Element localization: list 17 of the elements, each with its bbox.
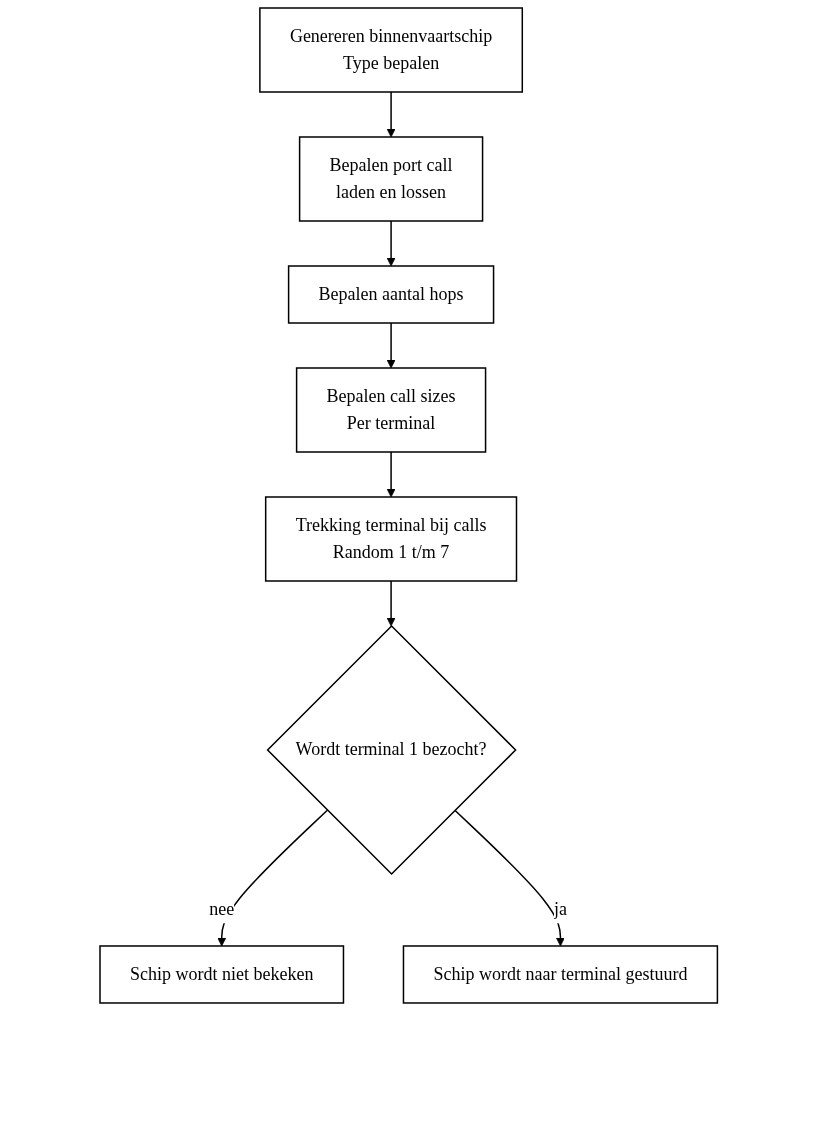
node-box: Schip wordt niet bekeken [99,945,344,1004]
arrow [217,809,328,947]
arrow [386,580,396,627]
arrow [453,809,565,947]
arrow [386,322,396,369]
node-box: Bepalen port call laden en lossen [298,136,484,222]
edge-label: ja [553,899,567,920]
node-box: Schip wordt naar terminal gestuurd [402,945,718,1004]
arrow [386,451,396,498]
node-diamond: Wordt terminal 1 bezocht? [266,624,517,876]
node-box: Bepalen call sizes Per terminal [295,367,487,453]
arrow [386,220,396,267]
arrow [386,91,396,138]
node-box: Bepalen aantal hops [287,265,495,324]
edge-label: nee [209,899,235,920]
node-box: Trekking terminal bij calls Random 1 t/m 7 [264,496,518,582]
node-box: Genereren binnenvaartschip Type bepalen [258,7,523,93]
